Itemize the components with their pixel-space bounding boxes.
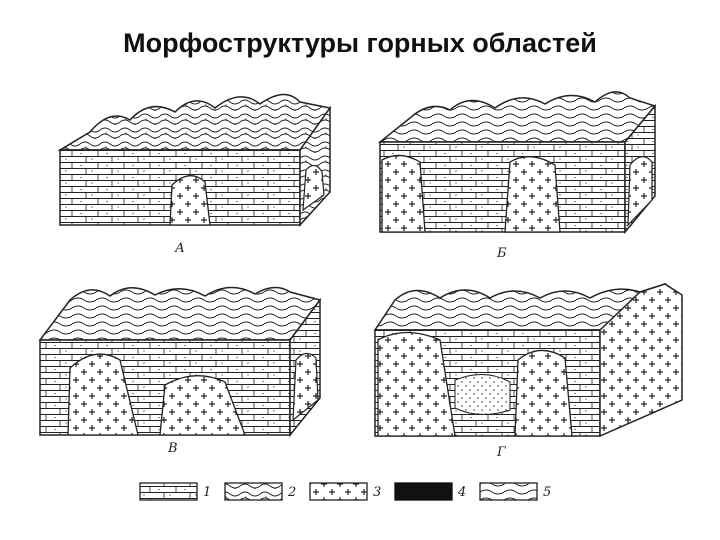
legend-swatch-4 xyxy=(394,482,453,501)
legend-number-4: 4 xyxy=(457,485,466,500)
block-d: Г xyxy=(373,282,683,460)
block-c-label: В xyxy=(167,441,178,456)
block-a-granite-intrusion xyxy=(169,175,211,226)
legend-item-4: 4 xyxy=(394,482,466,501)
legend-number-3: 3 xyxy=(373,485,381,500)
legend-number-2: 2 xyxy=(287,485,296,500)
legend-item-1: 1 xyxy=(139,482,211,501)
block-b-granite-side xyxy=(627,156,653,227)
block-c-granite-side xyxy=(292,352,319,422)
block-d-label: Г xyxy=(496,445,506,460)
legend-item-2: 2 xyxy=(224,482,296,501)
block-c-granite-right xyxy=(159,375,246,436)
block-b: Б xyxy=(377,91,657,261)
block-a: А xyxy=(57,93,332,256)
block-a-top xyxy=(57,93,332,151)
block-b-label: Б xyxy=(496,246,507,261)
block-d-granite-middle xyxy=(514,349,573,437)
page-title: Морфоструктуры горных областей xyxy=(123,28,597,58)
block-d-top xyxy=(373,282,667,331)
legend-item-3: 3 xyxy=(309,482,381,501)
legend: 1 2 3 4 5 xyxy=(139,482,551,501)
legend-item-5: 5 xyxy=(479,482,551,501)
block-c: В xyxy=(38,286,322,456)
legend-swatch-1 xyxy=(139,482,198,501)
block-d-granite-left xyxy=(377,331,456,437)
legend-number-1: 1 xyxy=(203,485,211,500)
block-b-granite-left xyxy=(381,154,426,233)
block-a-label: А xyxy=(174,241,185,256)
legend-number-5: 5 xyxy=(543,485,551,500)
block-c-granite-left xyxy=(67,353,139,436)
legend-swatch-5 xyxy=(479,482,538,501)
legend-swatch-2 xyxy=(224,482,283,501)
block-b-granite-middle xyxy=(504,156,561,233)
legend-swatch-3 xyxy=(309,482,368,501)
block-c-top xyxy=(38,286,322,341)
block-d-dotted-lens xyxy=(454,374,511,415)
block-a-granite-side xyxy=(302,164,325,212)
block-b-top xyxy=(377,91,657,143)
block-d-granite-side xyxy=(599,283,683,438)
